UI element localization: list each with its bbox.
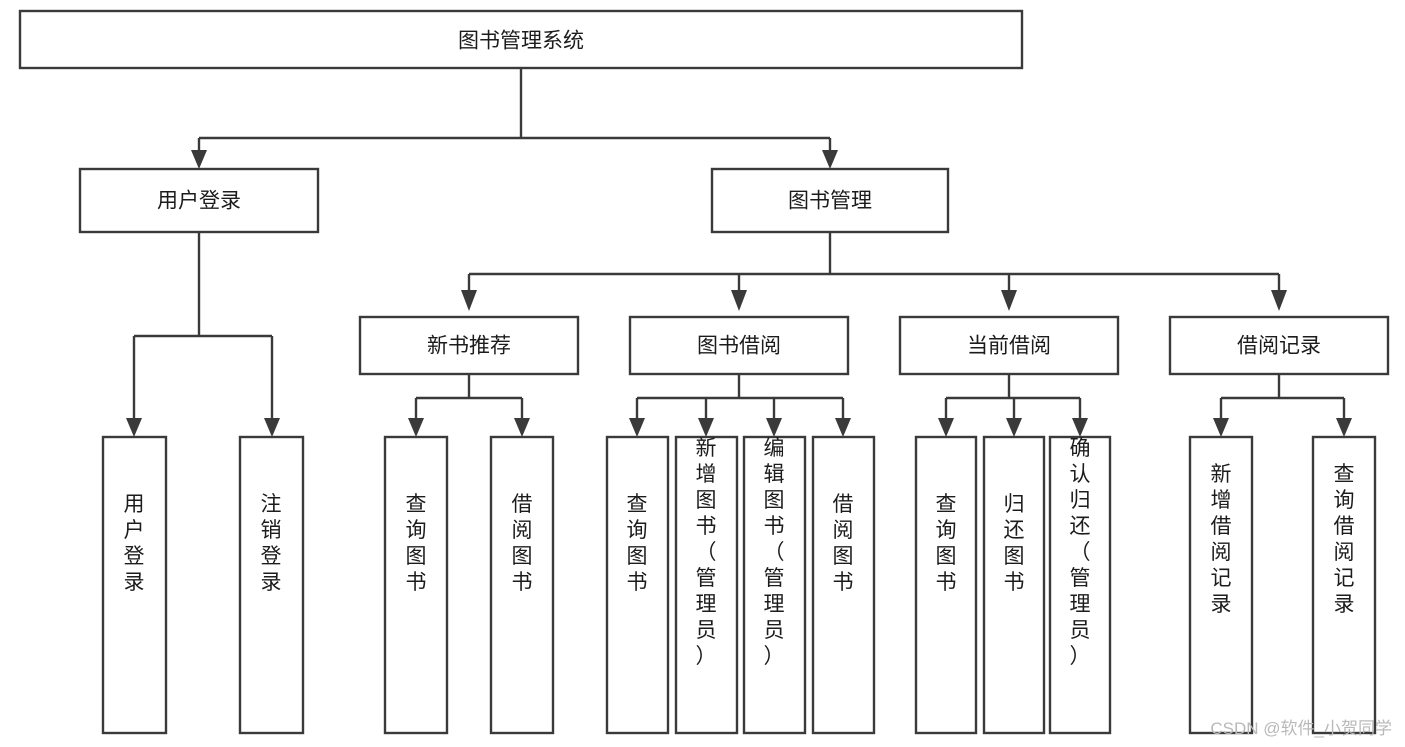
node-book-manage[interactable]: 图书管理 [710,167,950,234]
node-leaf-edit-book-box[interactable] [742,435,807,735]
node-leaf-user-logout-box[interactable] [238,435,305,735]
node-leaf-borrow-book-2-box[interactable] [811,435,876,735]
node-leaf-query-record-label: 查询借阅记录 [1334,463,1355,616]
node-leaf-borrow-book-2[interactable]: 借阅图书 [811,435,876,735]
node-current-borrow[interactable]: 当前借阅 [898,315,1120,376]
node-user-login-label: 用户登录 [157,190,241,213]
watermark-label: CSDN @软件_小贺同学 [1210,719,1392,738]
node-root[interactable]: 图书管理系统 [18,9,1024,70]
leaf-layer: 用户登录 注销登录 查询图书 借阅图书 查询图书 新增图书（管理员） [101,435,1377,735]
node-leaf-query-book-1[interactable]: 查询图书 [383,435,449,735]
node-borrow-record[interactable]: 借阅记录 [1168,315,1390,376]
node-leaf-user-login[interactable]: 用户登录 [101,435,168,735]
node-leaf-add-record-box[interactable] [1188,435,1254,735]
node-leaf-borrow-book-1[interactable]: 借阅图书 [489,435,555,735]
arrow-head-borrow-record [1271,290,1287,311]
node-new-book-rec-box[interactable] [358,315,580,376]
node-book-borrow-box[interactable] [628,315,850,376]
arrow-head-leaf-query-book-3 [938,418,954,437]
node-leaf-add-record-label: 新增借阅记录 [1211,463,1232,616]
node-leaf-confirm-return-label: 确认归还（管理员） [1070,437,1091,668]
node-root-box[interactable] [18,9,1024,70]
node-leaf-user-logout-label: 注销登录 [261,493,282,594]
node-leaf-query-book-2-label: 查询图书 [627,493,648,594]
node-leaf-return-book-label: 归还图书 [1004,493,1025,594]
node-leaf-query-book-1-box[interactable] [383,435,449,735]
arrow-head-leaf-user-login [126,418,142,437]
arrow-head-leaf-query-book-2 [629,418,645,437]
node-leaf-edit-book-label: 编辑图书（管理员） [764,437,785,668]
node-leaf-user-login-box[interactable] [101,435,168,735]
arrow-head-leaf-user-logout [264,418,280,437]
arrow-head-book-manage [822,150,838,169]
arrow-head-leaf-edit-book [766,418,782,437]
arrow-head-new-book-rec [461,290,477,311]
node-root-label: 图书管理系统 [458,30,584,53]
node-leaf-query-book-3-box[interactable] [914,435,978,735]
node-leaf-add-record[interactable]: 新增借阅记录 [1188,435,1254,735]
node-user-login[interactable]: 用户登录 [78,167,320,234]
arrow-head-leaf-query-book-1 [408,418,424,437]
node-leaf-borrow-book-1-label: 借阅图书 [512,493,533,594]
arrow-head-leaf-confirm-return [1072,418,1088,437]
node-leaf-edit-book[interactable]: 编辑图书（管理员） [742,435,807,735]
arrow-head-leaf-add-record [1213,418,1229,437]
arrow-head-leaf-add-book [698,418,714,437]
node-leaf-query-book-1-label: 查询图书 [406,493,427,594]
node-book-manage-box[interactable] [710,167,950,234]
node-leaf-borrow-book-2-label: 借阅图书 [833,493,854,594]
node-leaf-query-book-3[interactable]: 查询图书 [914,435,978,735]
node-leaf-add-book-label: 新增图书（管理员） [696,437,717,668]
arrow-head-leaf-borrow-book-2 [835,418,851,437]
connector-layer [126,68,1352,437]
node-book-borrow[interactable]: 图书借阅 [628,315,850,376]
node-leaf-query-book-2[interactable]: 查询图书 [605,435,670,735]
node-borrow-record-box[interactable] [1168,315,1390,376]
node-book-manage-label: 图书管理 [788,190,872,213]
node-current-borrow-box[interactable] [898,315,1120,376]
node-leaf-confirm-return[interactable]: 确认归还（管理员） [1048,435,1112,735]
node-leaf-borrow-book-1-box[interactable] [489,435,555,735]
arrow-head-book-borrow [731,290,747,311]
node-user-login-box[interactable] [78,167,320,234]
node-current-borrow-label: 当前借阅 [967,335,1051,358]
arrow-head-user-login [191,150,207,169]
node-leaf-query-book-3-label: 查询图书 [936,493,957,594]
arrow-head-current-borrow [1001,290,1017,311]
node-leaf-add-book[interactable]: 新增图书（管理员） [674,435,739,735]
arrow-head-leaf-return-book [1006,418,1022,437]
node-leaf-user-login-label: 用户登录 [124,493,145,594]
node-leaf-add-book-box[interactable] [674,435,739,735]
node-leaf-query-record[interactable]: 查询借阅记录 [1311,435,1377,735]
node-new-book-rec-label: 新书推荐 [427,335,511,358]
node-leaf-query-record-box[interactable] [1311,435,1377,735]
node-borrow-record-label: 借阅记录 [1237,335,1321,358]
node-book-borrow-label: 图书借阅 [697,335,781,358]
node-leaf-return-book[interactable]: 归还图书 [982,435,1046,735]
node-new-book-rec[interactable]: 新书推荐 [358,315,580,376]
node-leaf-confirm-return-box[interactable] [1048,435,1112,735]
arrow-head-leaf-query-record [1336,418,1352,437]
arrow-head-leaf-borrow-book-1 [514,418,530,437]
node-leaf-return-book-box[interactable] [982,435,1046,735]
node-leaf-query-book-2-box[interactable] [605,435,670,735]
node-leaf-user-logout[interactable]: 注销登录 [238,435,305,735]
